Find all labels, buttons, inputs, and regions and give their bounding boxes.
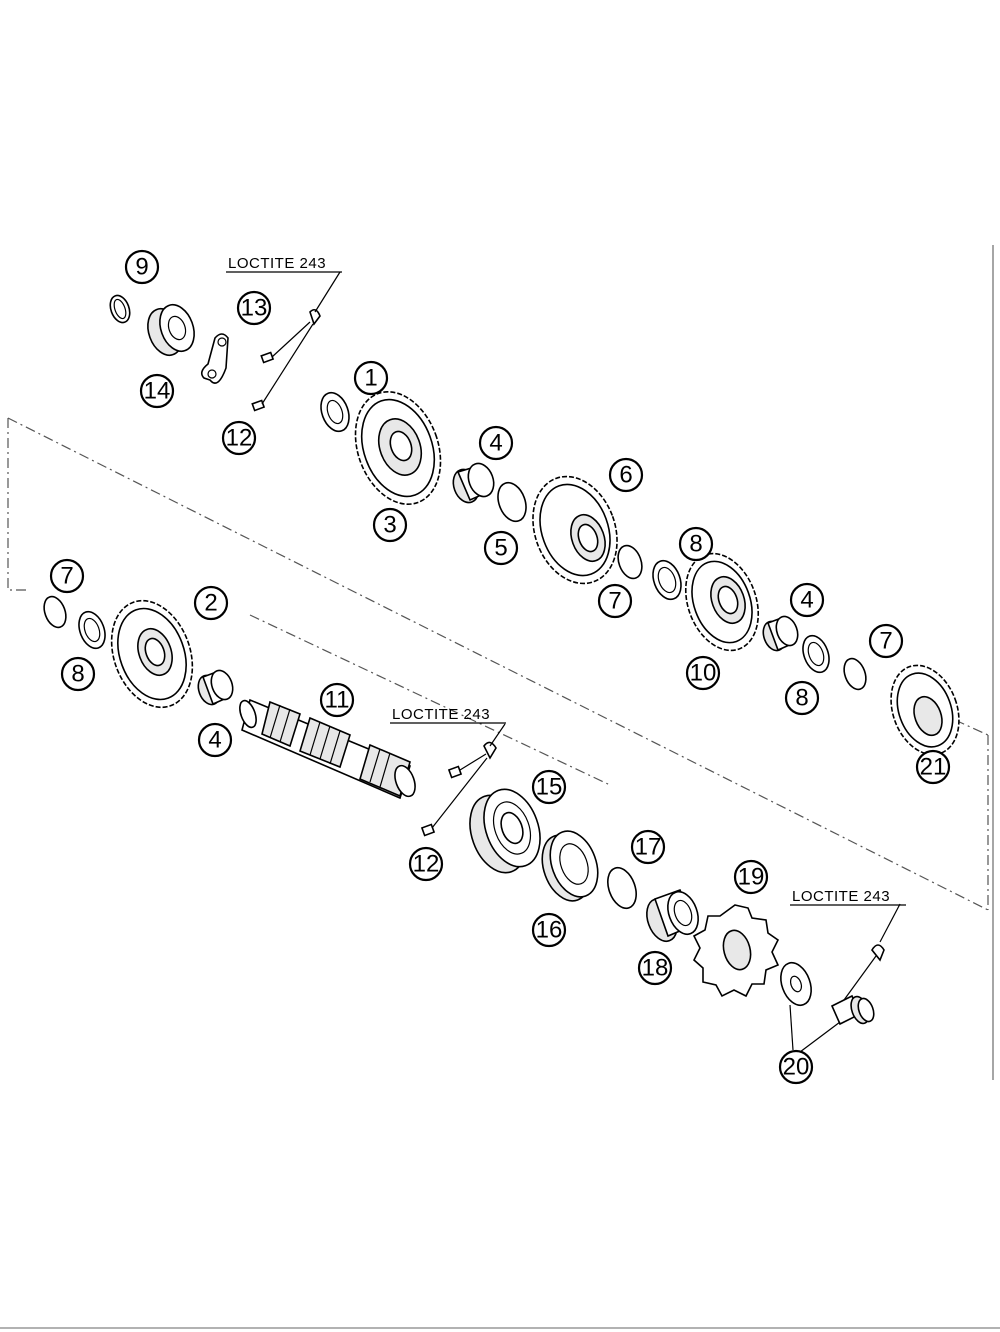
circlip-part xyxy=(617,544,643,580)
gear-part xyxy=(532,475,618,585)
gear-part xyxy=(684,552,760,652)
callout-label: 7 xyxy=(60,563,73,590)
callout-4: 4 xyxy=(789,582,825,618)
callout-4: 4 xyxy=(197,722,233,758)
callout-label: 8 xyxy=(689,531,702,558)
callout-label: 9 xyxy=(135,254,148,281)
callout-15: 15 xyxy=(531,769,567,805)
callout-label: 16 xyxy=(536,917,563,944)
callout-20: 20 xyxy=(778,1049,814,1085)
callout-7: 7 xyxy=(597,583,633,619)
callout-label: 1 xyxy=(364,365,377,392)
circlip-part xyxy=(109,294,131,324)
callout-label: 8 xyxy=(71,661,84,688)
loctite-note-label: LOCTITE 243 xyxy=(392,706,490,723)
spacer-sleeve-part xyxy=(646,888,699,943)
washer-part xyxy=(780,961,812,1007)
callout-label: 10 xyxy=(690,660,717,687)
loctite-note: LOCTITE 243 xyxy=(226,255,342,273)
thrust-washer-part xyxy=(320,391,350,433)
shaft-axis-outline xyxy=(7,417,989,911)
callout-8: 8 xyxy=(678,526,714,562)
callout-label: 15 xyxy=(536,774,563,801)
bearing-part xyxy=(147,303,195,357)
bearing-part xyxy=(469,788,541,874)
bushing-part xyxy=(197,669,234,706)
thrust-washer-part xyxy=(802,634,830,674)
screw-part xyxy=(420,723,506,837)
loctite-note: LOCTITE 243 xyxy=(790,888,906,906)
callout-label: 13 xyxy=(241,295,268,322)
callout-5: 5 xyxy=(483,530,519,566)
callout-8: 8 xyxy=(784,680,820,716)
callout-label: 4 xyxy=(208,727,221,754)
callout-18: 18 xyxy=(637,950,673,986)
callout-label: 12 xyxy=(413,851,440,878)
o-ring-part xyxy=(607,866,637,910)
callout-10: 10 xyxy=(685,655,721,691)
callout-label: 12 xyxy=(226,425,253,452)
callout-label: 8 xyxy=(795,685,808,712)
thrust-washer-part xyxy=(497,481,527,523)
callout-label: 4 xyxy=(800,587,813,614)
gear-part xyxy=(890,664,960,756)
callout-2: 2 xyxy=(193,585,229,621)
callout-label: 6 xyxy=(619,462,632,489)
callout-17: 17 xyxy=(630,829,666,865)
bushing-part xyxy=(452,462,495,504)
callout-label: 2 xyxy=(204,590,217,617)
callout-14: 14 xyxy=(139,373,175,409)
thrust-washer-part xyxy=(78,610,106,650)
circlip-part xyxy=(43,595,67,629)
callout-3: 3 xyxy=(372,507,408,543)
screw-part xyxy=(251,308,321,412)
callout-8: 8 xyxy=(60,656,96,692)
shaft-seal-part xyxy=(541,830,599,902)
callout-6: 6 xyxy=(608,457,644,493)
gear-part xyxy=(110,599,194,709)
callout-11: 11 xyxy=(319,682,355,718)
callout-label: 18 xyxy=(642,955,669,982)
callout-label: 14 xyxy=(144,378,171,405)
retaining-bracket-part xyxy=(200,333,229,384)
gear-part xyxy=(354,391,442,505)
loctite-note-label: LOCTITE 243 xyxy=(792,888,890,905)
callout-label: 11 xyxy=(325,687,350,714)
callout-label: 21 xyxy=(920,754,947,781)
callout-7: 7 xyxy=(49,558,85,594)
callout-4: 4 xyxy=(478,425,514,461)
callout-21: 21 xyxy=(915,749,951,785)
main-shaft-part xyxy=(239,698,416,800)
loctite-note-label: LOCTITE 243 xyxy=(228,255,326,272)
callout-13: 13 xyxy=(236,290,272,326)
callout-label: 7 xyxy=(879,628,892,655)
callout-label: 17 xyxy=(635,834,662,861)
callout-12: 12 xyxy=(221,420,257,456)
callout-9: 9 xyxy=(124,249,160,285)
callout-label: 4 xyxy=(489,430,502,457)
callout-label: 19 xyxy=(738,864,765,891)
loctite-note: LOCTITE 243 xyxy=(390,706,506,724)
callout-1: 1 xyxy=(353,360,389,396)
circlip-part xyxy=(843,657,867,691)
callout-7: 7 xyxy=(868,623,904,659)
callout-label: 5 xyxy=(494,535,507,562)
callout-16: 16 xyxy=(531,912,567,948)
loctite-leader-lines xyxy=(261,271,341,405)
callout-label: 20 xyxy=(783,1054,810,1081)
sprocket-part xyxy=(692,904,780,998)
callout-label: 7 xyxy=(608,588,621,615)
callout-12: 12 xyxy=(408,846,444,882)
callout-label: 3 xyxy=(383,512,396,539)
callout-19: 19 xyxy=(733,859,769,895)
bushing-part xyxy=(762,615,799,652)
flange-bolt-part xyxy=(789,903,901,1053)
thrust-washer-part xyxy=(652,559,682,601)
